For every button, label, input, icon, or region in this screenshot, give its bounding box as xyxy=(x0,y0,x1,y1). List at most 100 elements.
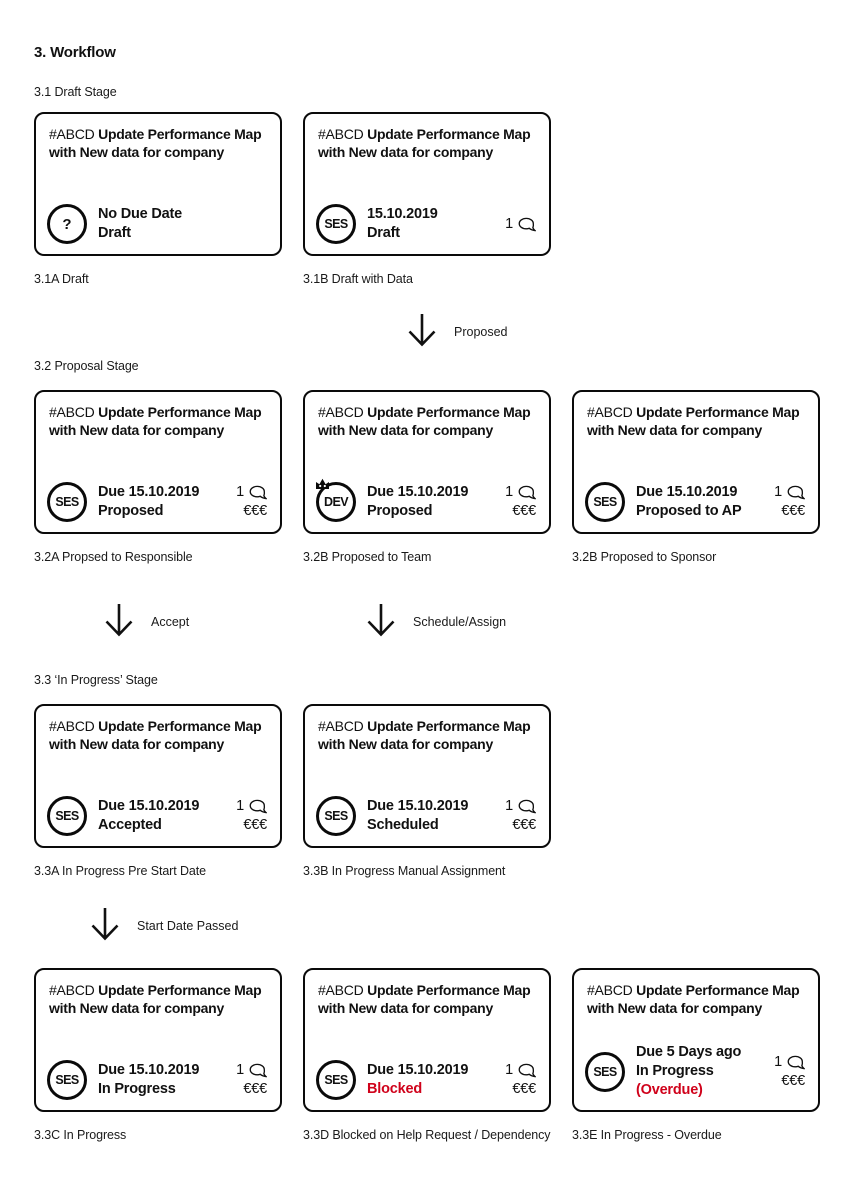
task-card-proposed-team[interactable]: #ABCD Update Performance Map with New da… xyxy=(303,390,551,534)
comment-count-value: 1 xyxy=(236,1062,244,1078)
assignee-badge-label: SES xyxy=(324,1073,348,1087)
card-cell-3-2b-sponsor: #ABCD Update Performance Map with New da… xyxy=(572,390,820,564)
task-card-scheduled[interactable]: #ABCD Update Performance Map with New da… xyxy=(303,704,551,848)
assignee-badge-label: SES xyxy=(593,1064,617,1079)
assignee-badge-ses: SES xyxy=(47,796,87,836)
task-id: #ABCD xyxy=(587,982,633,998)
comment-count[interactable]: 1 xyxy=(505,215,536,234)
task-card-proposed-responsible[interactable]: #ABCD Update Performance Map with New da… xyxy=(34,390,282,534)
cost-indicator: €€€ xyxy=(243,503,267,519)
comment-count[interactable]: 1 xyxy=(774,1053,805,1072)
assignee-badge-ses: SES xyxy=(316,1060,356,1100)
assignee-badge-unknown: ? xyxy=(47,204,87,244)
task-id: #ABCD xyxy=(318,982,364,998)
comment-icon-slot xyxy=(249,799,267,814)
card-meta: Due 15.10.2019 Scheduled xyxy=(367,797,505,835)
comment-count[interactable]: 1 xyxy=(236,483,267,502)
card-cell-3-3e: #ABCD Update Performance Map with New da… xyxy=(572,968,820,1142)
cost-indicator: €€€ xyxy=(781,503,805,519)
assignee-badge-label: SES xyxy=(55,1073,79,1087)
comment-icon-slot xyxy=(518,799,536,814)
card-side: 1 €€€ xyxy=(505,797,536,835)
card-cell-3-2a: #ABCD Update Performance Map with New da… xyxy=(34,390,282,564)
comment-count[interactable]: 1 xyxy=(236,797,267,816)
assignee-badge-label: DEV xyxy=(324,495,349,509)
comment-icon xyxy=(518,799,536,814)
task-title: #ABCD Update Performance Map with New da… xyxy=(305,970,549,1017)
status-text: In Progress xyxy=(98,1081,176,1097)
due-date: 15.10.2019 xyxy=(367,206,438,222)
card-footer: ? No Due Date Draft xyxy=(47,204,267,244)
comment-icon-slot xyxy=(518,1063,536,1078)
comment-count-value: 1 xyxy=(505,484,513,500)
task-card-draft-with-data[interactable]: #ABCD Update Performance Map with New da… xyxy=(303,112,551,256)
task-title: #ABCD Update Performance Map with New da… xyxy=(36,392,280,439)
task-id: #ABCD xyxy=(49,718,95,734)
card-caption: 3.2A Propsed to Responsible xyxy=(34,550,193,564)
card-caption: 3.2B Proposed to Sponsor xyxy=(572,550,717,564)
card-meta: Due 15.10.2019 Proposed xyxy=(98,483,236,521)
transition-label: Accept xyxy=(151,615,190,629)
transition-proposed: Proposed xyxy=(405,312,508,352)
status-text: Proposed xyxy=(367,503,433,519)
transition-label: Proposed xyxy=(454,325,508,339)
status-text: Draft xyxy=(367,225,400,241)
comment-count-value: 1 xyxy=(236,798,244,814)
due-date: Due 15.10.2019 xyxy=(98,484,200,500)
task-card-draft[interactable]: #ABCD Update Performance Map with New da… xyxy=(34,112,282,256)
task-title: #ABCD Update Performance Map with New da… xyxy=(36,970,280,1017)
comment-count[interactable]: 1 xyxy=(236,1061,267,1080)
status-text: Draft xyxy=(98,225,131,241)
task-title-text: Update Performance Map with New data for… xyxy=(587,404,800,439)
comment-icon xyxy=(518,1063,536,1078)
comment-icon-slot xyxy=(518,217,536,232)
task-card-in-progress[interactable]: #ABCD Update Performance Map with New da… xyxy=(34,968,282,1112)
status-text: Accepted xyxy=(98,817,162,833)
task-card-overdue[interactable]: #ABCD Update Performance Map with New da… xyxy=(572,968,820,1112)
card-caption: 3.3A In Progress Pre Start Date xyxy=(34,864,206,878)
task-title-text: Update Performance Map with New data for… xyxy=(49,982,262,1017)
due-date: Due 15.10.2019 xyxy=(636,484,738,500)
assignee-badge-ses: SES xyxy=(47,1060,87,1100)
card-footer: SES Due 15.10.2019 Proposed to AP 1 €€€ xyxy=(585,482,805,522)
task-id: #ABCD xyxy=(49,126,95,142)
comment-icon xyxy=(787,1055,805,1069)
comment-count[interactable]: 1 xyxy=(505,1061,536,1080)
assignee-badge-ses: SES xyxy=(316,796,356,836)
card-footer: SES Due 15.10.2019 Scheduled 1 €€€ xyxy=(316,796,536,836)
task-title: #ABCD Update Performance Map with New da… xyxy=(574,970,818,1017)
comment-count[interactable]: 1 xyxy=(505,797,536,816)
cost-indicator: €€€ xyxy=(512,1081,536,1097)
task-title-text: Update Performance Map with New data for… xyxy=(49,404,262,439)
cost-indicator: €€€ xyxy=(243,817,267,833)
card-footer: SES Due 5 Days ago In Progress (Overdue)… xyxy=(585,1043,805,1100)
task-title-text: Update Performance Map with New data for… xyxy=(318,404,531,439)
card-cell-3-3b: #ABCD Update Performance Map with New da… xyxy=(303,704,551,878)
transition-label: Start Date Passed xyxy=(137,919,239,933)
card-meta: No Due Date Draft xyxy=(98,205,267,243)
card-side: 1 €€€ xyxy=(774,483,805,521)
down-arrow-icon xyxy=(408,314,436,347)
comment-icon xyxy=(787,485,805,500)
comment-count[interactable]: 1 xyxy=(774,483,805,502)
due-date: Due 15.10.2019 xyxy=(367,1062,469,1078)
due-date: Due 5 Days ago xyxy=(636,1044,742,1060)
task-id: #ABCD xyxy=(318,718,364,734)
card-side: 1 €€€ xyxy=(236,797,267,835)
task-card-accepted[interactable]: #ABCD Update Performance Map with New da… xyxy=(34,704,282,848)
comment-icon-slot xyxy=(787,1055,805,1070)
task-title: #ABCD Update Performance Map with New da… xyxy=(305,392,549,439)
card-cell-3-3d: #ABCD Update Performance Map with New da… xyxy=(303,968,551,1142)
task-card-blocked[interactable]: #ABCD Update Performance Map with New da… xyxy=(303,968,551,1112)
card-meta: Due 15.10.2019 In Progress xyxy=(98,1061,236,1099)
assignee-badge-ses: SES xyxy=(585,482,625,522)
task-title-text: Update Performance Map with New data for… xyxy=(49,126,262,161)
crown-icon xyxy=(316,478,329,489)
due-date: Due 15.10.2019 xyxy=(98,798,200,814)
comment-count[interactable]: 1 xyxy=(505,483,536,502)
assignee-badge-label: SES xyxy=(324,809,348,823)
cost-indicator: €€€ xyxy=(243,1081,267,1097)
task-title: #ABCD Update Performance Map with New da… xyxy=(305,114,549,161)
task-card-proposed-sponsor[interactable]: #ABCD Update Performance Map with New da… xyxy=(572,390,820,534)
